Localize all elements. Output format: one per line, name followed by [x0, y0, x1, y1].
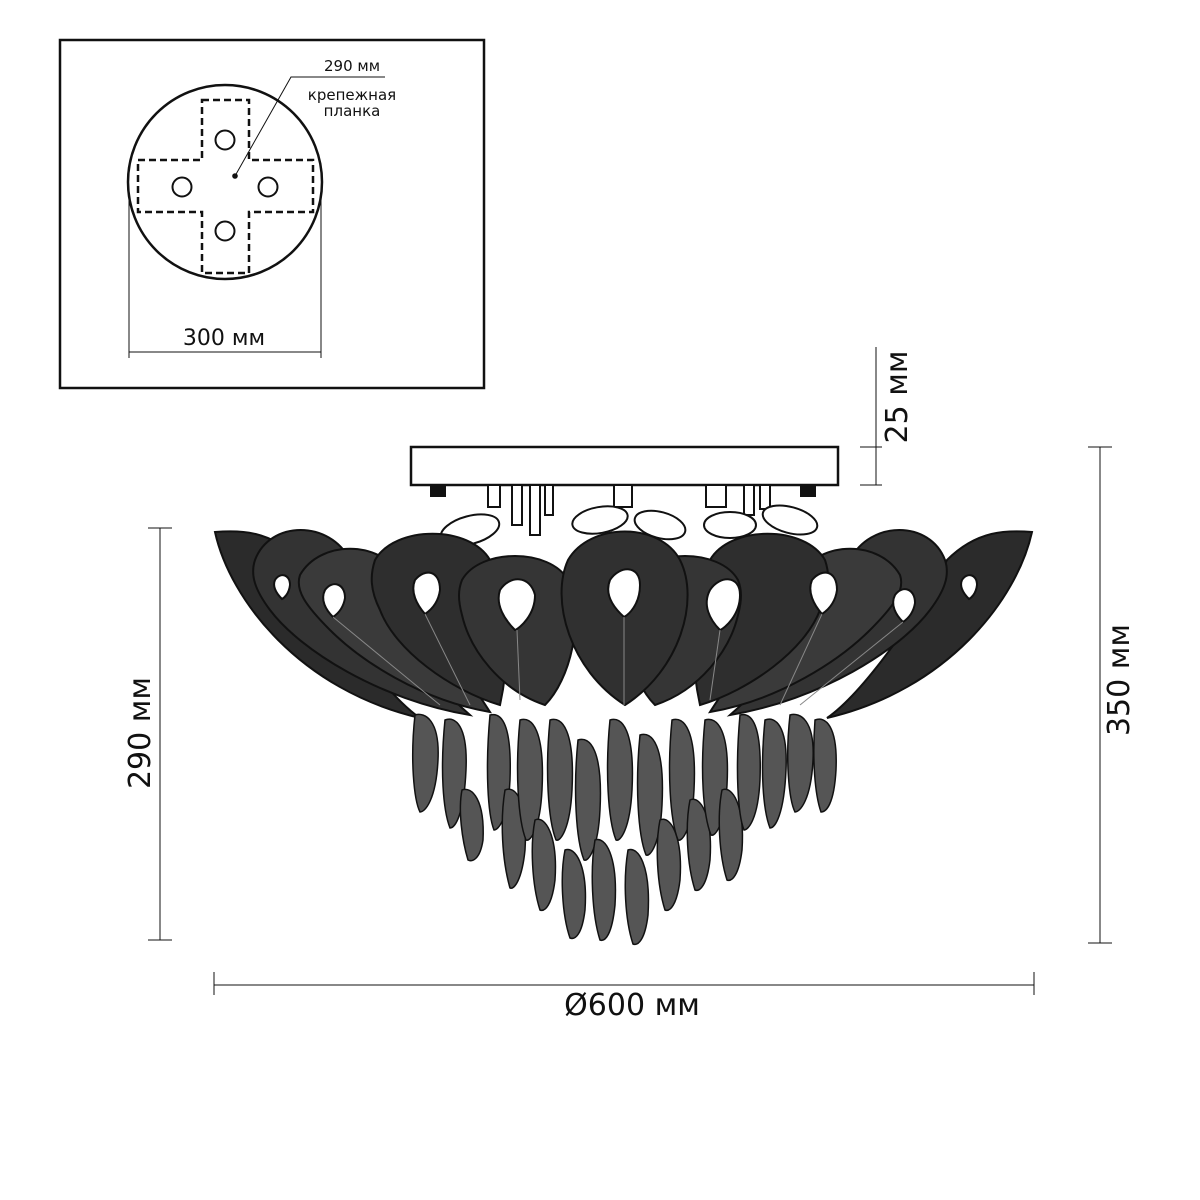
total-height-text: 350 мм [1102, 624, 1137, 736]
petals [213, 529, 1034, 719]
fitting-right [800, 485, 816, 497]
canopy-height-text: 25 мм [880, 351, 915, 444]
petal-eyes [273, 568, 979, 632]
crystal-drops [411, 713, 837, 946]
callout-label-line1: крепежная [308, 86, 396, 104]
diameter-text: Ø600 мм [564, 988, 700, 1023]
socket-rods [487, 484, 771, 536]
mount-diameter-text: 300 мм [183, 326, 265, 351]
mount-plate-inset: 290 мм крепежная планка 300 мм [58, 38, 486, 390]
inset-frame [58, 38, 486, 390]
callout-label-line2: планка [324, 102, 381, 120]
screw-hole-bottom [214, 220, 236, 242]
body-height-text: 290 мм [123, 677, 158, 789]
petal-outer-right [826, 530, 1034, 719]
petal-veins [332, 613, 904, 706]
screw-hole-right [257, 176, 279, 198]
bulbs [439, 504, 819, 547]
canopy [409, 445, 840, 487]
screw-hole-left [171, 176, 193, 198]
chandelier-side-view [213, 445, 1034, 946]
callout-size-text: 290 мм [324, 57, 380, 75]
dimension-lines [148, 347, 1112, 995]
fitting-left [430, 485, 446, 497]
screw-hole-top [214, 129, 236, 151]
mounting-bracket-cross [136, 98, 315, 275]
callout-leader [234, 76, 385, 177]
mount-plate-circle [126, 83, 324, 281]
